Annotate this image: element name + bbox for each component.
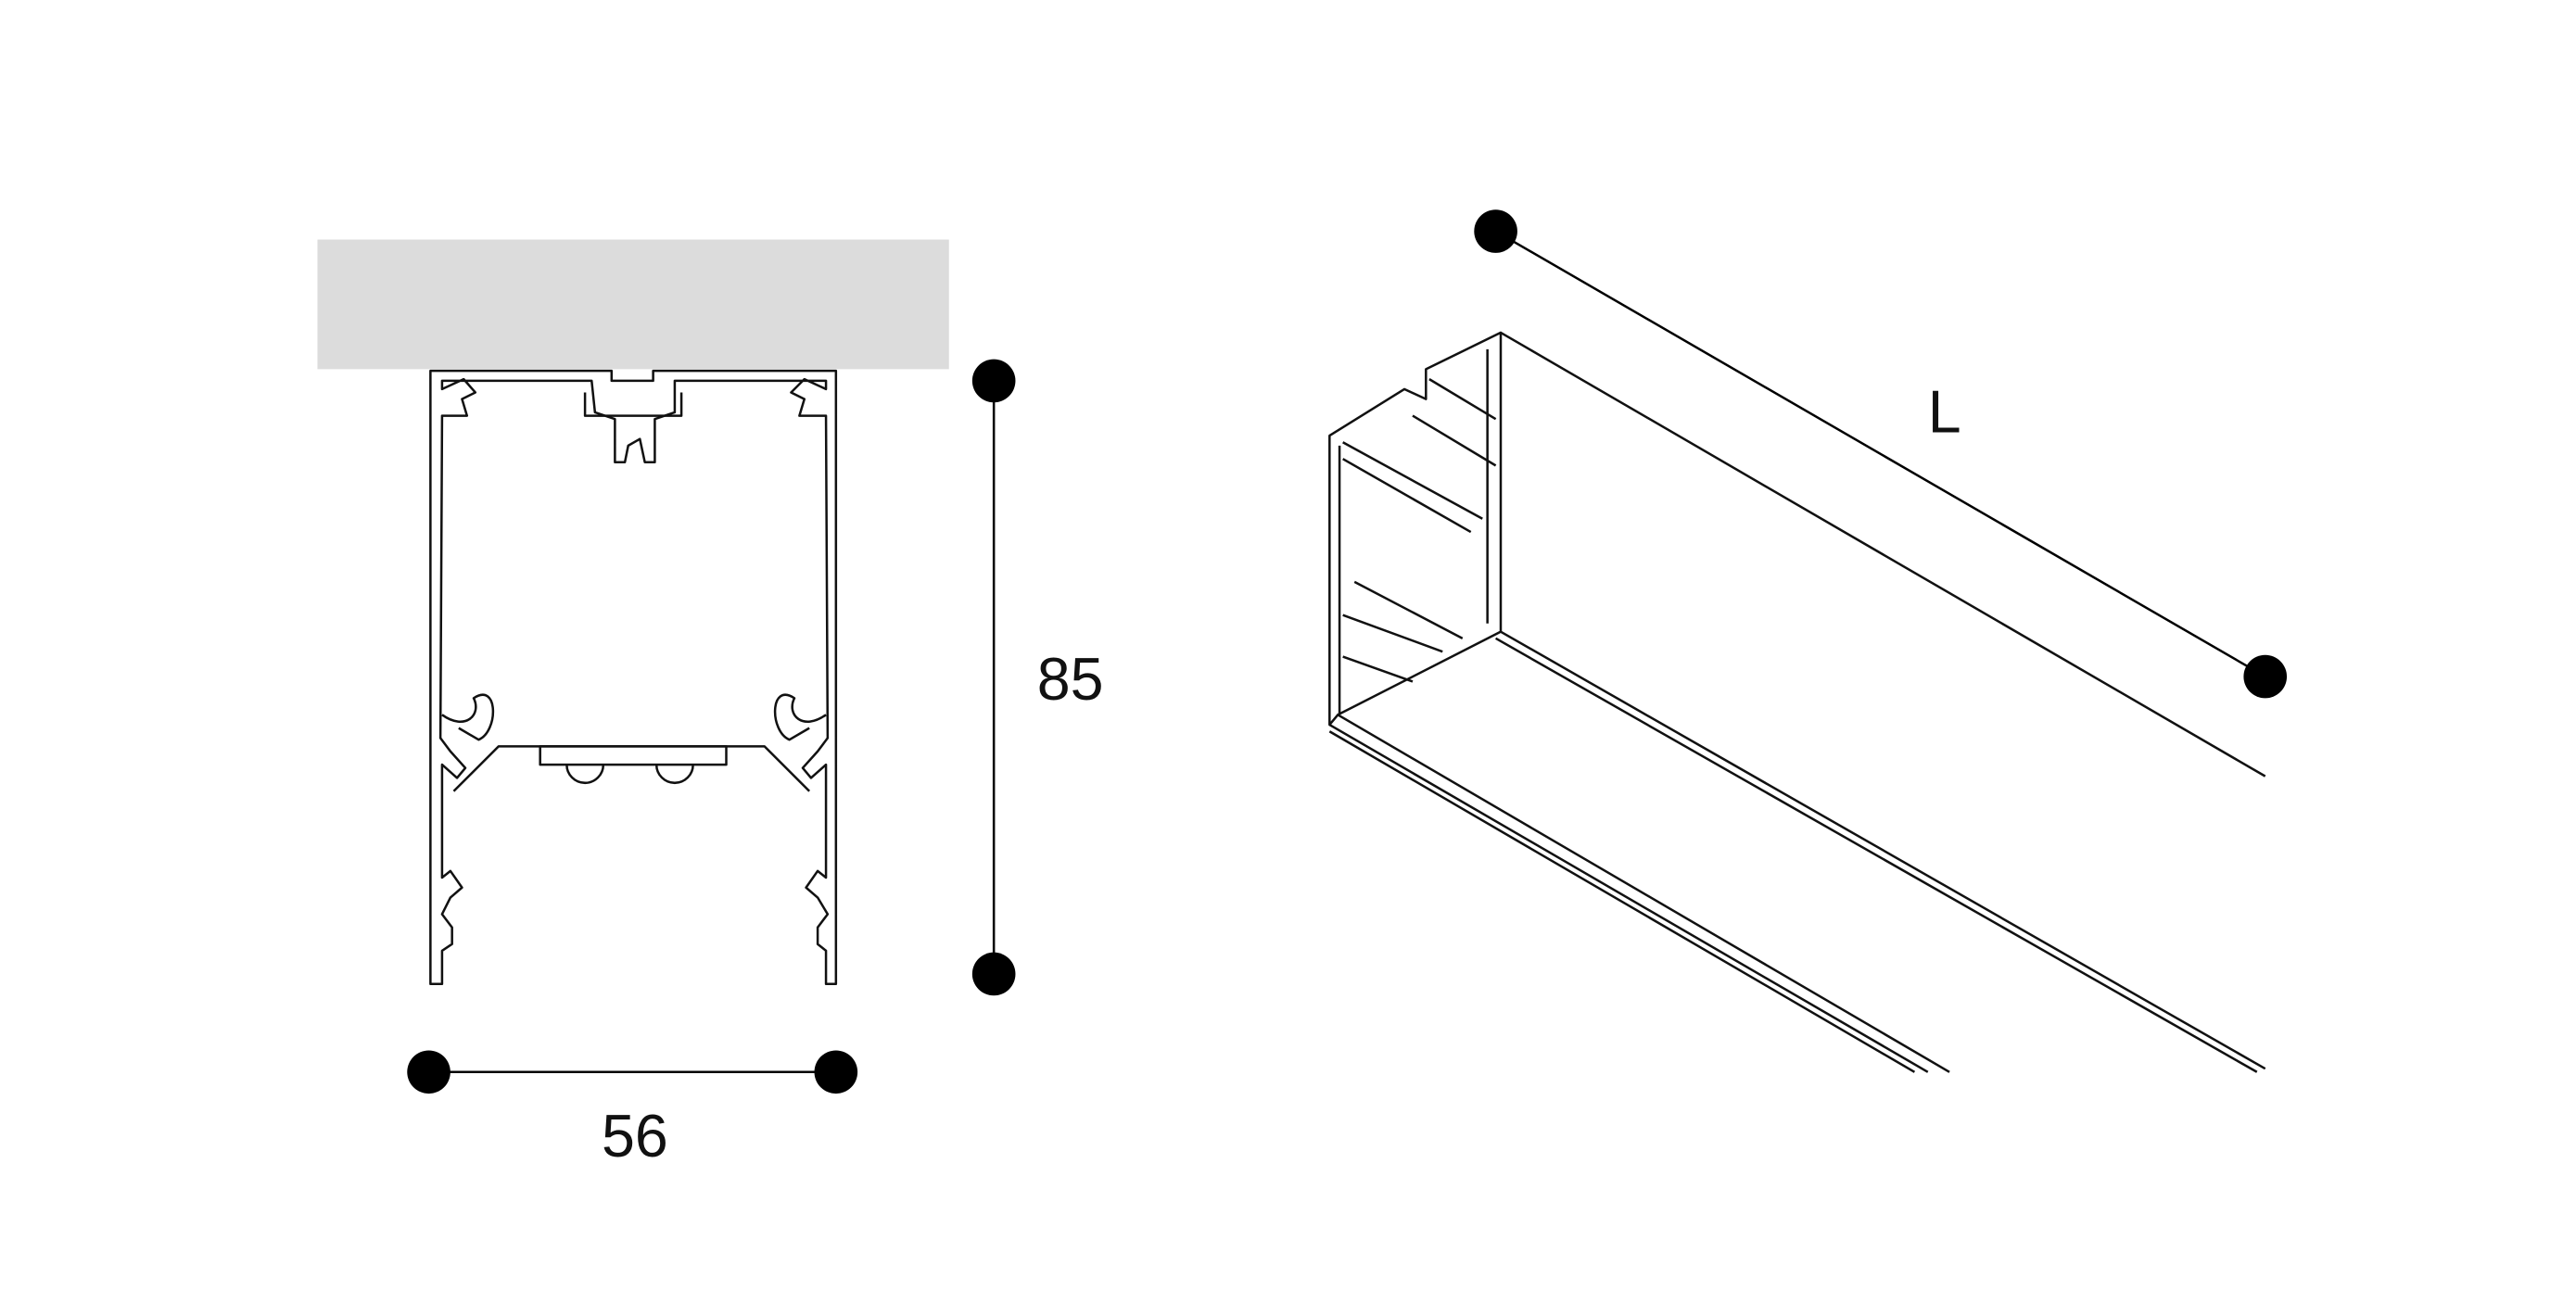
width-label: 56	[602, 1103, 668, 1170]
iso-right-edge-2	[1494, 637, 2258, 1073]
led-chip-1	[565, 765, 605, 784]
length-dimension: L	[1474, 209, 2288, 699]
led-chip-2	[654, 765, 694, 784]
profile-outline	[429, 369, 838, 986]
diffuser-mount	[452, 745, 811, 792]
profile-top-channel	[583, 392, 683, 417]
length-label: L	[1928, 379, 1961, 446]
iso-bottom-edge	[1328, 723, 1929, 1073]
led-strip	[539, 745, 728, 766]
iso-top-edge	[1500, 331, 2266, 778]
ceiling-surface	[317, 239, 949, 370]
width-dimension: 56	[407, 1050, 858, 1170]
dimension-dot	[1474, 209, 1517, 253]
height-label: 85	[1037, 646, 1104, 713]
dimension-dot	[407, 1050, 450, 1094]
iso-end-face	[1328, 331, 1503, 727]
dimension-dot	[2243, 654, 2288, 699]
left-clip	[441, 693, 495, 741]
isometric-view	[1328, 331, 2266, 1073]
iso-inner-ridge	[1342, 378, 1497, 683]
iso-right-edge	[1500, 630, 2266, 1070]
dimension-dot	[814, 1050, 858, 1094]
dimension-dot	[971, 359, 1016, 403]
cross-section-view	[317, 239, 949, 986]
iso-bottom-edge-3	[1328, 730, 1916, 1073]
right-clip	[773, 693, 827, 741]
iso-inner-wall	[1338, 348, 1489, 715]
height-dimension: 85	[971, 359, 1104, 996]
iso-bottom-edge-2	[1337, 714, 1950, 1073]
dimension-dot	[971, 952, 1016, 996]
